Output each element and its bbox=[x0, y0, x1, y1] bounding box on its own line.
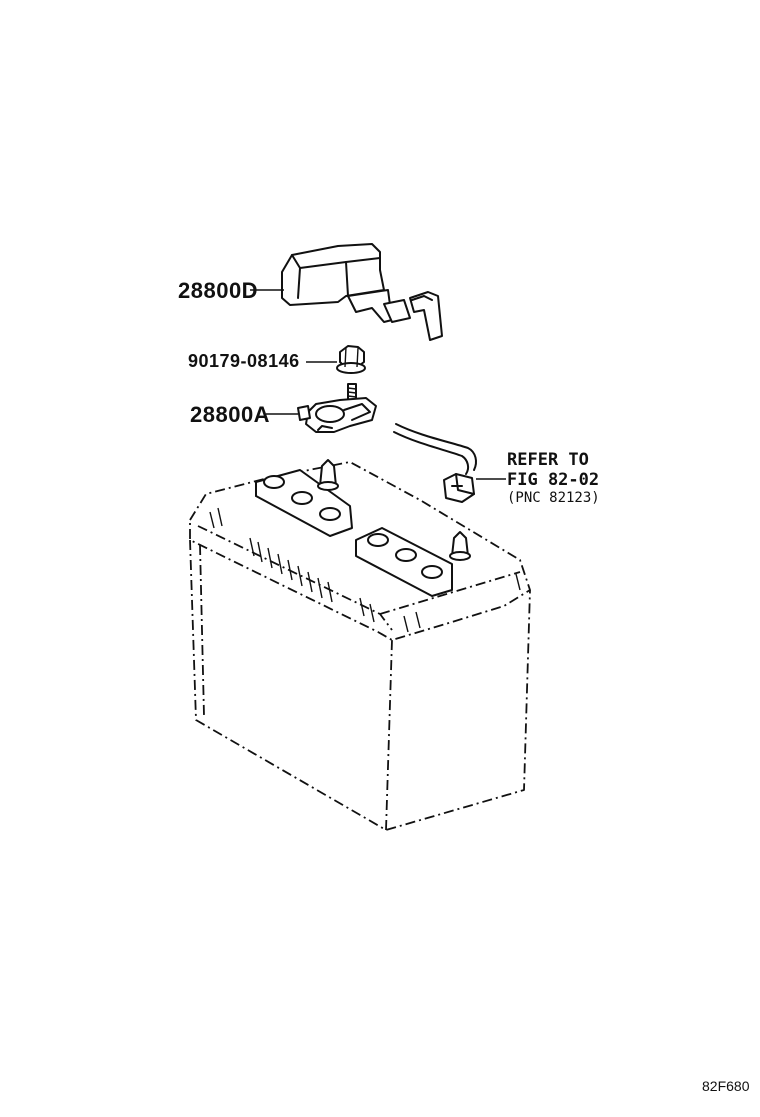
part-number-cover: 28800D bbox=[178, 278, 259, 303]
battery-outline-drawing bbox=[189, 459, 531, 831]
reference-line-2: FIG 82-02 bbox=[507, 470, 600, 490]
terminal-cover-drawing bbox=[281, 243, 443, 341]
part-number-clamp: 28800A bbox=[190, 402, 271, 427]
figure-code: 82F680 bbox=[702, 1078, 750, 1094]
reference-line-3: (PNC 82123) bbox=[507, 490, 600, 506]
cable-connector-drawing bbox=[393, 423, 477, 503]
reference-line-1: REFER TO bbox=[507, 450, 589, 470]
part-number-nut: 90179-08146 bbox=[188, 351, 300, 371]
terminal-clamp-drawing bbox=[297, 383, 377, 433]
flange-nut-drawing bbox=[336, 345, 366, 374]
